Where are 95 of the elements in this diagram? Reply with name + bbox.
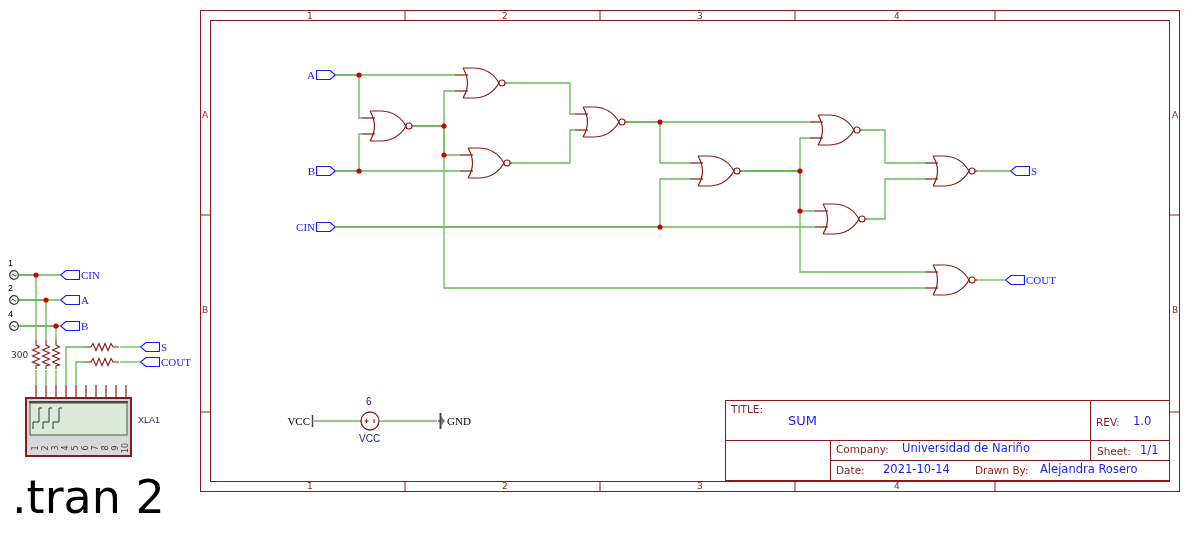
wire — [626, 121, 811, 123]
logic-analyzer-drawing — [25, 385, 132, 457]
pin-number: 5 — [71, 445, 80, 451]
wire — [35, 369, 37, 386]
wire — [18, 299, 47, 341]
nor-gate-symbol — [362, 110, 414, 142]
resistor-symbol — [85, 358, 120, 366]
source-number: 2 — [8, 284, 13, 293]
part-value: VCC — [359, 434, 381, 444]
pin-number: 10 — [122, 442, 131, 454]
field-label: Drawn By: — [975, 465, 1029, 476]
wire — [18, 325, 57, 341]
grid-reference: B — [202, 306, 209, 315]
grid-reference: 1 — [307, 482, 313, 491]
net-port-label: S — [1010, 164, 1044, 178]
pin-number: 7 — [91, 445, 100, 451]
wire — [861, 129, 926, 164]
wire — [976, 279, 1006, 281]
field-value: 1/1 — [1140, 445, 1159, 457]
grid-reference: 2 — [502, 12, 508, 21]
power-port: VCC — [280, 414, 314, 428]
wire — [335, 226, 816, 228]
wire — [741, 170, 926, 273]
resistor-symbol — [42, 340, 50, 370]
resistor-symbol — [52, 340, 60, 370]
resistor-symbol — [85, 343, 120, 351]
wire — [866, 178, 926, 220]
signal-source-symbol — [9, 270, 19, 280]
field-label: Date: — [836, 465, 865, 476]
wire — [45, 369, 47, 386]
pin-number: 8 — [101, 445, 110, 451]
wire — [379, 420, 438, 422]
grid-reference: 3 — [697, 12, 703, 21]
wire — [55, 369, 57, 386]
wire — [976, 170, 1011, 172]
pin-number: 9 — [111, 445, 120, 451]
net-port-label: S — [140, 341, 174, 353]
wire — [75, 361, 86, 386]
net-port-label: COUT — [1005, 273, 1065, 287]
nor-gate-symbol — [460, 147, 512, 179]
nor-gate-symbol — [925, 155, 977, 187]
wire — [18, 274, 37, 341]
grid-reference: 1 — [307, 12, 313, 21]
wire — [413, 125, 926, 289]
resistance-value: 300 — [11, 351, 29, 360]
pin-number: 4 — [61, 445, 70, 451]
part-designator: XLA1 — [138, 416, 161, 425]
ground-port: GND — [437, 413, 479, 429]
grid-reference: 2 — [502, 482, 508, 491]
simulation-directive: .tran 2 — [12, 474, 165, 520]
part-number: 6 — [366, 397, 372, 407]
source-number: 1 — [8, 259, 13, 268]
field-value: Universidad de Nariño — [902, 443, 1030, 455]
net-port-label: COUT — [140, 356, 196, 368]
grid-reference: 3 — [697, 482, 703, 491]
signal-source-symbol — [9, 295, 19, 305]
field-label: Sheet: — [1097, 446, 1131, 457]
field-value: 1.0 — [1133, 416, 1152, 428]
net-port-label: A — [300, 68, 336, 82]
voltage-source-symbol — [360, 411, 380, 431]
net-port-label: CIN — [60, 269, 104, 281]
nor-gate-symbol — [815, 203, 867, 235]
nor-gate-symbol — [455, 67, 507, 99]
field-value: Alejandra Rosero — [1040, 464, 1138, 476]
wire — [65, 346, 86, 386]
nor-gate-symbol — [690, 155, 742, 187]
pin-number: 1 — [31, 445, 40, 451]
nor-gate-symbol — [810, 114, 862, 146]
wire — [335, 74, 456, 76]
grid-reference: 4 — [894, 482, 900, 491]
grid-reference: A — [1172, 111, 1179, 120]
pin-number: 3 — [51, 445, 60, 451]
nor-gate-symbol — [575, 106, 627, 138]
field-value: 2021-10-14 — [883, 464, 950, 476]
pin-number: 2 — [41, 445, 50, 451]
wire — [335, 170, 461, 172]
field-value: SUM — [788, 414, 817, 427]
net-port-label: B — [300, 164, 336, 178]
field-label: Company: — [836, 444, 889, 455]
pin-number: 6 — [81, 445, 90, 451]
wire — [119, 361, 141, 363]
grid-reference: 4 — [894, 12, 900, 21]
resistor-symbol — [32, 340, 40, 370]
signal-source-symbol — [9, 321, 19, 331]
grid-reference: A — [202, 111, 209, 120]
field-label: TITLE: — [731, 404, 763, 415]
wire — [506, 82, 576, 115]
net-port-label: CIN — [286, 220, 336, 234]
wire — [511, 129, 576, 164]
nor-gate-symbol — [925, 264, 977, 296]
source-number: 4 — [8, 310, 13, 319]
field-label: REV: — [1096, 417, 1120, 428]
wire — [313, 420, 361, 422]
grid-reference: B — [1172, 306, 1179, 315]
wire — [119, 346, 141, 348]
